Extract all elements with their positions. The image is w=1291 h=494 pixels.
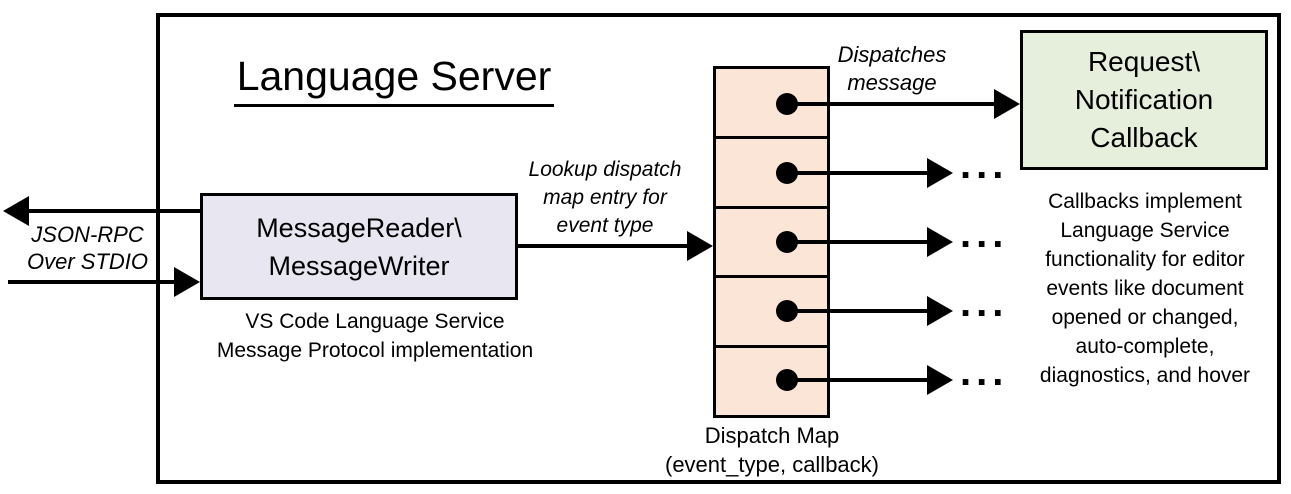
callbacks-note: Callbacks implement Language Service fun… xyxy=(1020,187,1270,390)
dispatches-message-line2: message xyxy=(847,70,937,95)
language-server-outer-box xyxy=(156,13,1281,484)
lookup-label-line1: Lookup dispatch xyxy=(528,158,682,181)
json-rpc-label: JSON-RPC Over STDIO xyxy=(15,221,160,275)
dispatch-arrow-line xyxy=(787,102,996,106)
callbacks-note-line: functionality for editor xyxy=(1045,248,1245,271)
stdio-in-arrow-line xyxy=(8,280,176,284)
callback-box-line3: Callback xyxy=(1090,122,1198,153)
reader-caption: VS Code Language Service Message Protoco… xyxy=(210,307,540,365)
dispatch-arrowhead-icon xyxy=(927,158,953,188)
stdio-out-arrow-line xyxy=(26,209,200,213)
callbacks-note-line: opened or changed, xyxy=(1051,306,1239,329)
callbacks-note-line: events like document xyxy=(1046,277,1244,300)
lookup-arrow-line xyxy=(518,244,689,248)
lookup-label-line2: map entry for xyxy=(543,186,667,209)
dispatch-arrow-line xyxy=(787,171,929,175)
page-title: Language Server xyxy=(194,52,594,107)
message-writer-line: MessageWriter xyxy=(268,250,450,281)
dispatch-arrowhead-icon xyxy=(927,296,953,326)
dispatch-map-label: Dispatch Map (event_type, callback) xyxy=(640,421,904,479)
dispatch-arrowhead-icon xyxy=(927,365,953,395)
ellipsis: ... xyxy=(960,143,1009,187)
dispatch-arrowhead-icon xyxy=(927,227,953,257)
dispatches-message-line1: Dispatches xyxy=(837,42,947,67)
message-reader-writer-box: MessageReader\ MessageWriter xyxy=(200,193,518,300)
lookup-arrowhead-icon xyxy=(687,231,713,261)
reader-caption-line1: VS Code Language Service xyxy=(245,310,505,333)
callbacks-note-line: auto-complete, xyxy=(1075,335,1215,358)
ellipsis: ... xyxy=(960,212,1009,256)
dispatch-arrow-line xyxy=(787,309,929,313)
reader-caption-line2: Message Protocol implementation xyxy=(216,339,534,362)
lookup-label-line3: event type xyxy=(556,214,654,237)
dispatch-map-label-line2: (event_type, callback) xyxy=(665,452,879,477)
message-reader-line: MessageReader\ xyxy=(256,212,462,243)
callbacks-note-line: diagnostics, and hover xyxy=(1039,364,1251,387)
callback-box-line1: Request\ xyxy=(1087,46,1201,77)
json-rpc-label-line2: Over STDIO xyxy=(26,249,148,274)
lookup-label: Lookup dispatch map entry for event type xyxy=(515,156,695,240)
callbacks-note-line: Language Service xyxy=(1060,219,1230,242)
dispatch-arrow-line xyxy=(787,378,929,382)
ellipsis: ... xyxy=(960,350,1009,394)
ellipsis: ... xyxy=(960,281,1009,325)
json-rpc-label-line1: JSON-RPC xyxy=(31,222,144,247)
page-title-text: Language Server xyxy=(233,52,555,107)
dispatch-map-label-line1: Dispatch Map xyxy=(704,423,840,448)
stdio-out-arrowhead-icon xyxy=(3,196,29,226)
dispatches-message-label: Dispatches message xyxy=(828,41,956,97)
callbacks-note-line: Callbacks implement xyxy=(1048,190,1242,213)
dispatch-arrow-line xyxy=(787,240,929,244)
request-notification-callback-box: Request\ Notification Callback xyxy=(1020,30,1268,170)
callback-box-line2: Notification xyxy=(1074,84,1214,115)
dispatch-cell xyxy=(716,135,827,206)
stdio-in-arrowhead-icon xyxy=(174,267,200,297)
dispatch-arrowhead-icon xyxy=(994,89,1020,119)
